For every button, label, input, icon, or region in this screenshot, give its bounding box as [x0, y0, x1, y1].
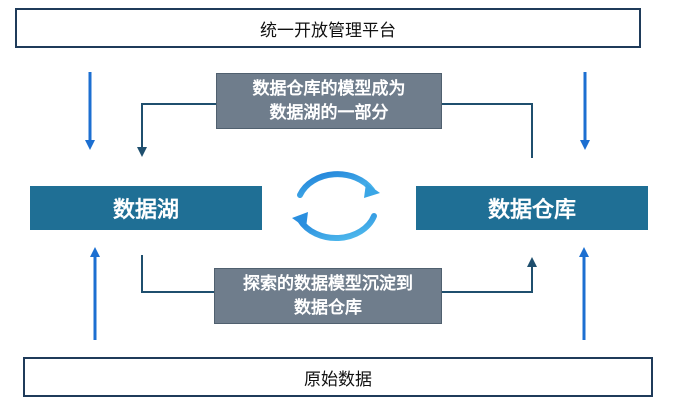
data-warehouse-label: 数据仓库: [487, 198, 576, 223]
data-warehouse-node: 数据仓库: [416, 186, 648, 230]
top-flow-label-line-2: 数据湖的一部分: [269, 103, 389, 123]
data-lake-node: 数据湖: [30, 186, 262, 230]
top-platform-label: 统一开放管理平台: [260, 20, 396, 41]
bottom-raw-data-label: 原始数据: [304, 369, 372, 390]
top-platform-box: 统一开放管理平台: [15, 8, 641, 48]
top-flow-label: 数据仓库的模型成为 数据湖的一部分: [216, 73, 442, 129]
top-flow-label-line-1: 数据仓库的模型成为: [252, 79, 406, 99]
cycle-icon: [292, 171, 380, 242]
bottom-flow-label-line-1: 探索的数据模型沉淀到: [243, 274, 413, 294]
data-lake-label: 数据湖: [112, 198, 179, 223]
bottom-raw-data-box: 原始数据: [23, 357, 653, 397]
bottom-flow-label-line-2: 数据仓库: [294, 298, 362, 318]
bottom-flow-label: 探索的数据模型沉淀到 数据仓库: [214, 268, 442, 324]
